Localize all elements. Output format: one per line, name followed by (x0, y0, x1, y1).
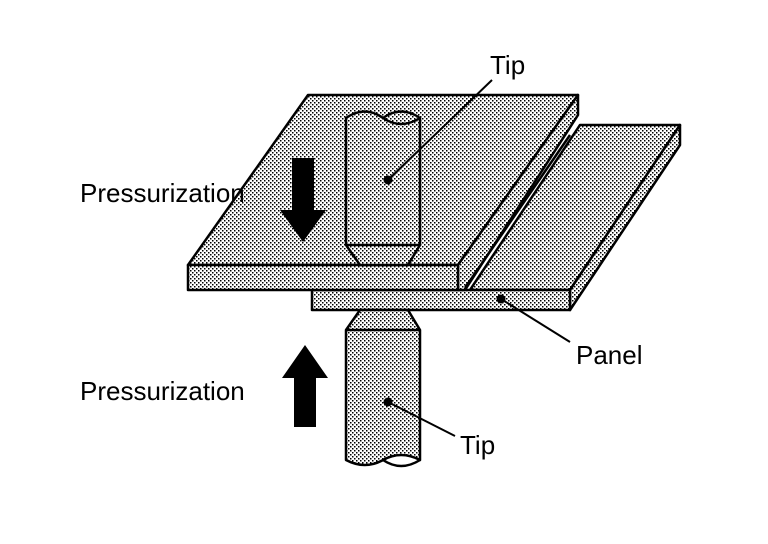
label-pressurization-bottom: Pressurization (80, 376, 245, 406)
leader-panel (500, 298, 571, 343)
lower-panel (310, 123, 682, 312)
pressurization-up-arrow (282, 345, 328, 427)
leader-dot (496, 294, 506, 304)
label-tip-top: Tip (490, 50, 526, 80)
label-tip-bottom: Tip (460, 430, 496, 460)
label-panel: Panel (576, 340, 643, 370)
upper-tip (344, 110, 422, 267)
leader-tip-top (387, 79, 493, 181)
lower-tip (344, 308, 422, 468)
pressurization-down-arrow (280, 158, 326, 242)
leader-dot (383, 175, 393, 185)
label-pressurization-top: Pressurization (80, 178, 245, 208)
leader-tip-bottom (387, 401, 456, 437)
leader-dot (383, 397, 393, 407)
